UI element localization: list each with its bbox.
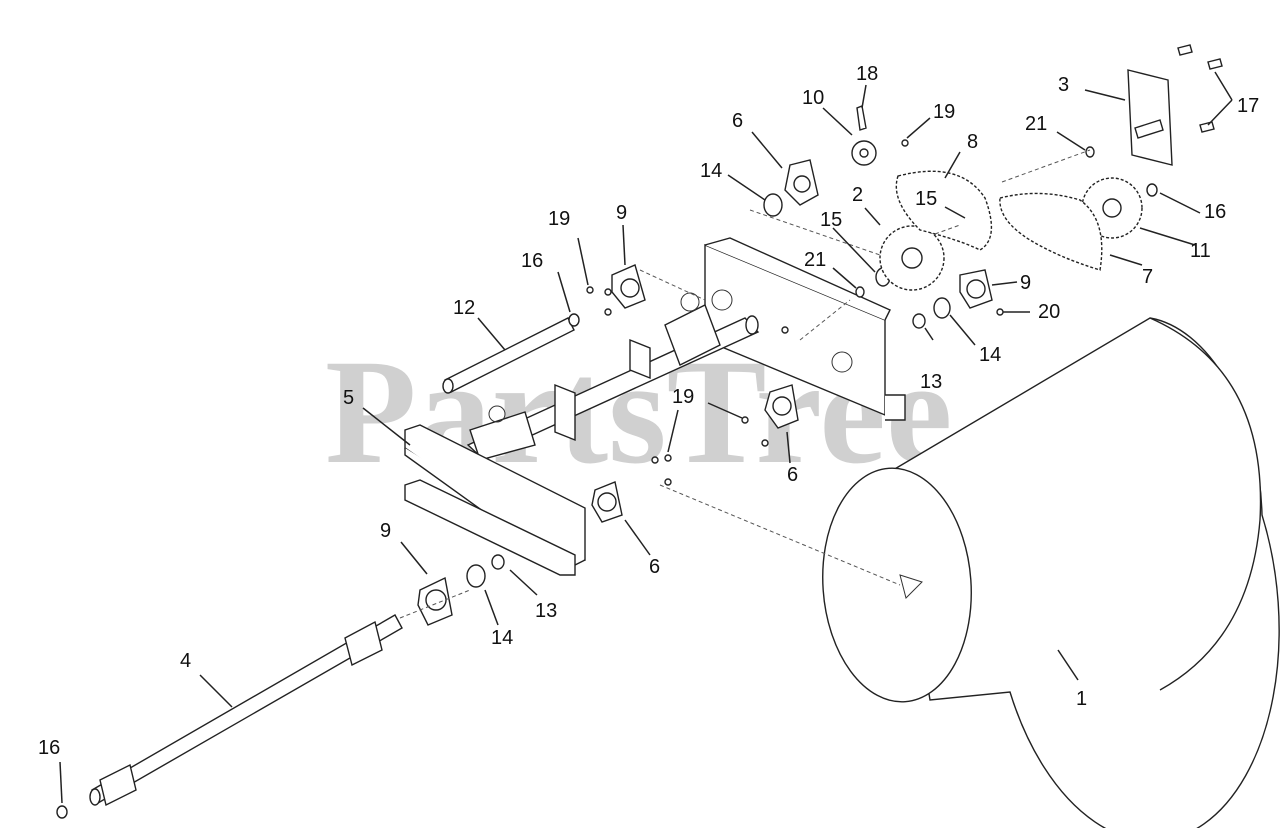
- mounting-plate: [1085, 69, 1173, 166]
- callout-7: 7: [1142, 266, 1153, 288]
- collar-13-right: [912, 313, 926, 329]
- callout-17: 17: [1237, 95, 1259, 117]
- callout-13-low: 13: [535, 600, 557, 622]
- callout-16-low: 16: [38, 737, 60, 759]
- callout-6-low: 6: [649, 556, 660, 578]
- roller-shaft: [89, 614, 403, 807]
- callout-8: 8: [967, 131, 978, 153]
- callout-6-top: 6: [732, 110, 743, 132]
- leader-lines: [59, 71, 1233, 804]
- chains: [895, 170, 1103, 271]
- callout-16-right: 16: [1204, 201, 1226, 223]
- callout-21-mid: 21: [804, 249, 826, 271]
- flange-bearing-6-low: [591, 481, 623, 523]
- callout-6-mid: 6: [787, 464, 798, 486]
- callout-19-mid: 19: [672, 386, 694, 408]
- callout-15-right: 15: [915, 188, 937, 210]
- flange-bearing-9-right: [959, 269, 993, 309]
- roller-drum: [822, 317, 1280, 828]
- callout-14-low: 14: [491, 627, 513, 649]
- drive-shaft: [442, 317, 575, 394]
- callout-9-low: 9: [380, 520, 391, 542]
- callout-13-right: 13: [920, 371, 942, 393]
- collar-16-low: [56, 805, 68, 819]
- flange-bearing-9-low: [417, 576, 453, 626]
- callout-19-left: 19: [548, 208, 570, 230]
- flange-bearing-6-mid: [764, 384, 799, 429]
- callout-1: 1: [1076, 688, 1087, 710]
- bearing-14-right: [933, 297, 951, 319]
- frame-assembly: [404, 237, 906, 576]
- bearing-14-low: [466, 564, 486, 588]
- collar-16-left: [568, 313, 580, 327]
- callout-14-top: 14: [700, 160, 722, 182]
- callout-5: 5: [343, 387, 354, 409]
- flange-bearing-6-top: [784, 159, 819, 206]
- bearing-14-top: [763, 193, 783, 217]
- callout-12: 12: [453, 297, 475, 319]
- callout-19-top: 19: [933, 101, 955, 123]
- assembly-lines: [399, 149, 1091, 619]
- callout-labels: 1 2 3 4 5 6 6 6 7 8 9 9 9 10 11 12 13 13…: [38, 63, 1259, 759]
- collar-16-right: [1146, 183, 1158, 197]
- callout-18: 18: [856, 63, 878, 85]
- callout-10: 10: [802, 87, 824, 109]
- collar-13-low: [491, 554, 505, 570]
- callout-14-right: 14: [979, 344, 1001, 366]
- callout-21-top: 21: [1025, 113, 1047, 135]
- callout-3: 3: [1058, 74, 1069, 96]
- hardware: [586, 44, 1223, 486]
- callout-11: 11: [1190, 240, 1211, 262]
- callout-4: 4: [180, 650, 191, 672]
- callout-16-left: 16: [521, 250, 543, 272]
- callout-15-left: 15: [820, 209, 842, 231]
- callout-9-left: 9: [616, 202, 627, 224]
- callout-20: 20: [1038, 301, 1060, 323]
- callout-9-right: 9: [1020, 272, 1031, 294]
- flange-bearing-9-left: [611, 264, 646, 309]
- callout-2: 2: [852, 184, 863, 206]
